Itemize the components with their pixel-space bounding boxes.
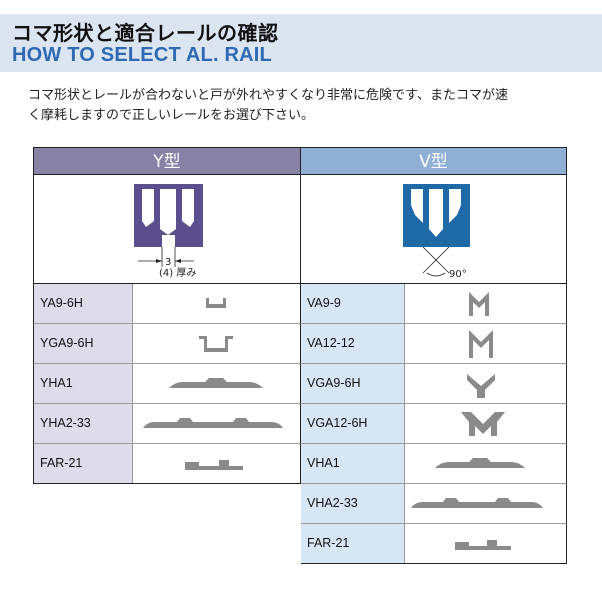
rail-name: YHA2-33 [34, 404, 133, 443]
page-title-japanese: コマ形状と適合レールの確認 [12, 21, 279, 45]
rail-profile-icon [405, 364, 566, 403]
v-type-diagram: 90° [301, 175, 567, 284]
rail-row: FAR-21 [33, 444, 301, 484]
rail-row: YA9-6H [33, 284, 301, 324]
rail-name: VHA1 [301, 444, 405, 483]
rail-name: YGA9-6H [34, 324, 133, 363]
rail-name: YHA1 [34, 364, 133, 403]
rail-name: VA9-9 [301, 284, 405, 323]
rail-profile-icon [133, 284, 300, 323]
v-angle-label: 90° [449, 269, 467, 280]
v-type-column: V型 90° VA9-9 VA12-12 VGA9-6H VGA1 [301, 147, 567, 564]
title-banner: コマ形状と適合レールの確認 HOW TO SELECT AL. RAIL [0, 14, 602, 72]
rail-profile-icon [405, 284, 566, 323]
rail-name: VGA12-6H [301, 404, 405, 443]
page-title-english: HOW TO SELECT AL. RAIL [12, 44, 272, 66]
y-type-heading: Y型 [33, 147, 301, 175]
rail-row: VGA9-6H [301, 364, 567, 404]
rail-row: VHA1 [301, 444, 567, 484]
rail-profile-icon [405, 404, 566, 443]
rail-profile-icon [133, 324, 300, 363]
rail-row: VA12-12 [301, 324, 567, 364]
rail-name: VHA2-33 [301, 484, 405, 523]
rail-profile-icon [405, 484, 566, 523]
rail-row: YGA9-6H [33, 324, 301, 364]
rail-profile-icon [133, 404, 300, 443]
rail-row: VGA12-6H [301, 404, 567, 444]
description-text: コマ形状とレールが合わないと戸が外れやすくなり非常に危険です、またコマが速 く摩… [28, 86, 588, 126]
rail-profile-icon [133, 364, 300, 403]
rail-profile-icon [405, 444, 566, 483]
rail-profile-icon [405, 324, 566, 363]
rail-row: VA9-9 [301, 284, 567, 324]
v-type-heading: V型 [301, 147, 567, 175]
v-roller-icon: 90° [403, 184, 470, 280]
rail-name: FAR-21 [301, 524, 405, 563]
rail-name: VGA9-6H [301, 364, 405, 403]
rail-name: VA12-12 [301, 324, 405, 363]
rail-row: YHA2-33 [33, 404, 301, 444]
rail-name: FAR-21 [34, 444, 133, 483]
rail-row: FAR-21 [301, 524, 567, 564]
rail-name: YA9-6H [34, 284, 133, 323]
description-line-2: く摩耗しますので正しいレールをお選び下さい。 [28, 108, 315, 123]
rail-row: VHA2-33 [301, 484, 567, 524]
rail-row: YHA1 [33, 364, 301, 404]
y-type-diagram: 3 (4) 厚み [33, 175, 301, 284]
y-dimension-note: (4) 厚み [159, 267, 196, 279]
description-line-1: コマ形状とレールが合わないと戸が外れやすくなり非常に危険です、またコマが速 [28, 88, 508, 103]
rail-profile-icon [133, 444, 300, 483]
y-roller-icon: 3 (4) 厚み [134, 184, 203, 279]
rail-profile-icon [405, 524, 566, 563]
y-dimension-value: 3 [165, 257, 171, 268]
y-type-column: Y型 3 (4) 厚み YA9-6H YGA9-6H [33, 147, 301, 484]
